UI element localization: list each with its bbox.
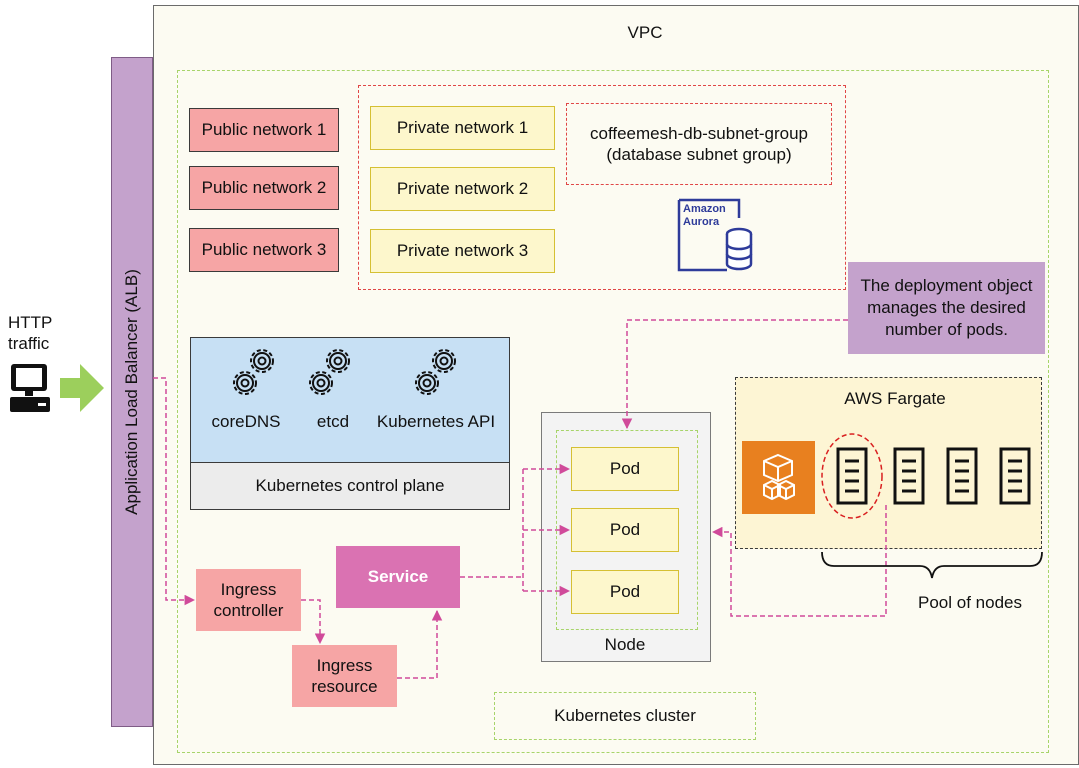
control-plane-components (190, 337, 510, 462)
deployment-note-line3: number of pods. (885, 320, 1008, 340)
aurora-line1: Amazon (683, 203, 726, 215)
ingress-resource: Ingress resource (292, 645, 397, 707)
private-network-1: Private network 1 (370, 106, 555, 150)
database-area (358, 85, 846, 290)
pool-of-nodes-label: Pool of nodes (918, 593, 1022, 613)
pod-1: Pod (571, 447, 679, 491)
coredns-label: coreDNS (211, 412, 281, 432)
private-network-3: Private network 3 (370, 229, 555, 273)
http-traffic-line2: traffic (8, 334, 50, 354)
control-plane-label: Kubernetes control plane (190, 462, 510, 510)
public-network-1: Public network 1 (189, 108, 339, 152)
ingress-controller-to-resource-connector (301, 599, 326, 645)
pod-3: Pod (571, 570, 679, 614)
alb-to-ingress-controller-connector (153, 377, 196, 606)
etcd-gear-icon (309, 349, 350, 395)
kubernetes-cluster-label: Kubernetes cluster (494, 692, 756, 740)
ingress-resource-to-service-connector (397, 609, 443, 679)
public-network-3: Public network 3 (189, 228, 339, 272)
application-load-balancer: Application Load Balancer (ALB) (111, 57, 153, 727)
db-subnet-group-desc: (database subnet group) (606, 145, 792, 164)
kubernetes-api-label: Kubernetes API (376, 412, 496, 432)
kubernetes-api-gear-icon (415, 349, 456, 395)
fargate-node-to-node-connector (711, 505, 887, 617)
fargate-server-icon-1 (836, 447, 868, 505)
amazon-aurora-icon: Amazon Aurora (677, 198, 753, 272)
ingress-controller: Ingress controller (196, 569, 301, 631)
http-traffic-line1: HTTP (8, 313, 53, 332)
fargate-server-icon-4 (999, 447, 1031, 505)
fargate-label: AWS Fargate (844, 389, 946, 409)
pool-of-nodes-brace (821, 551, 1043, 579)
vpc-label: VPC (627, 23, 663, 42)
coredns-gear-icon (233, 349, 274, 395)
node-label: Node (604, 635, 646, 655)
aurora-label: Amazon Aurora (683, 203, 726, 228)
db-subnet-group: coffeemesh-db-subnet-group (database sub… (566, 103, 832, 185)
highlighted-node-ellipse (821, 433, 883, 519)
deployment-to-node-connector (621, 319, 848, 430)
deployment-note: The deployment object manages the desire… (848, 262, 1045, 354)
ingress-controller-line1: Ingress (220, 579, 277, 599)
service-box: Service (336, 546, 460, 608)
fargate-server-icon-3 (946, 447, 978, 505)
db-subnet-group-name: coffeemesh-db-subnet-group (590, 123, 808, 143)
public-network-2: Public network 2 (189, 166, 339, 210)
kubernetes-cluster-boundary (177, 70, 1049, 753)
traffic-arrow-icon (60, 364, 104, 412)
etcd-label: etcd (316, 412, 350, 432)
deployment-note-line2: manages the desired (867, 297, 1026, 317)
aurora-line2: Aurora (683, 215, 720, 228)
ingress-resource-line1: Ingress (316, 655, 373, 675)
fargate-service-icon (742, 441, 815, 514)
ingress-resource-line2: resource (311, 677, 378, 696)
pod-2: Pod (571, 508, 679, 552)
computer-icon (10, 364, 50, 412)
ingress-controller-line2: controller (213, 601, 284, 620)
deployment-note-line1: The deployment object (860, 275, 1033, 295)
private-network-2: Private network 2 (370, 167, 555, 211)
http-traffic-label: HTTP traffic (8, 312, 68, 356)
fargate-server-icon-2 (893, 447, 925, 505)
